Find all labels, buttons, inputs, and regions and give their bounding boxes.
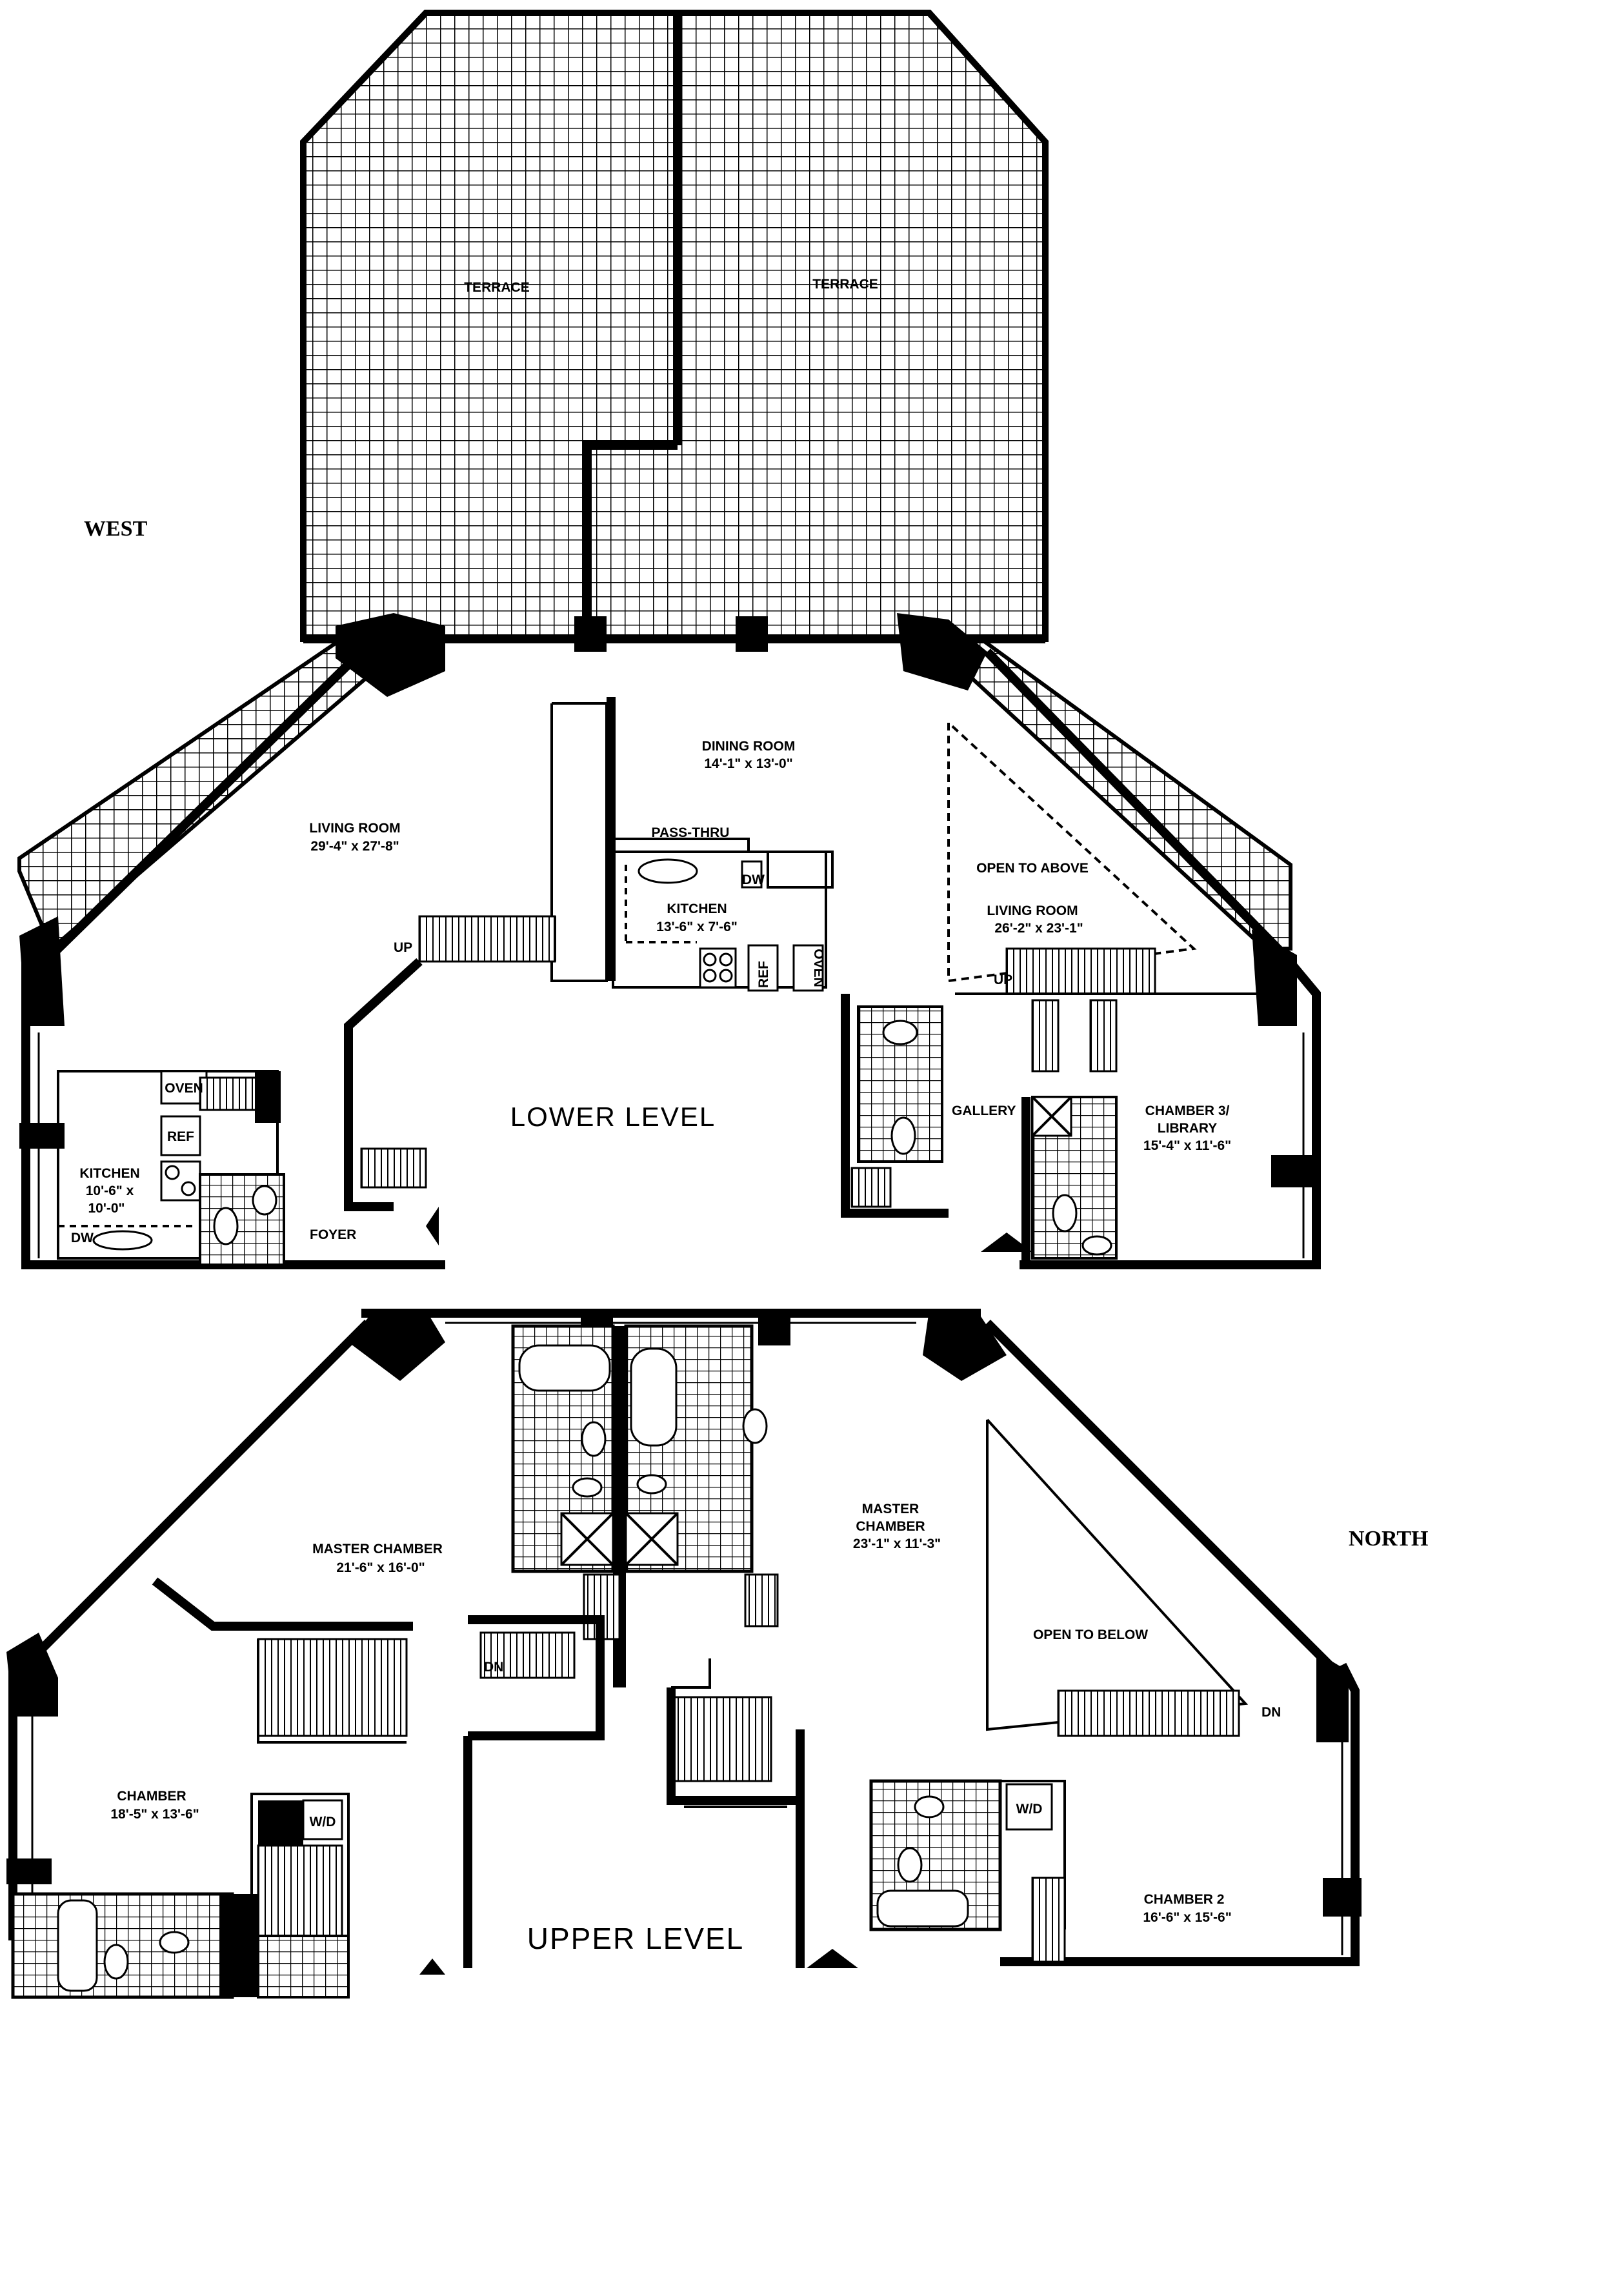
living-room-dims: 29'-4" x 27'-8" bbox=[310, 839, 399, 854]
chamber-dims: 18'-5" x 13'-6" bbox=[110, 1807, 199, 1822]
kitchen-2-name: KITCHEN bbox=[79, 1166, 139, 1181]
compass-north: NORTH bbox=[1349, 1527, 1428, 1551]
chamber-name: CHAMBER bbox=[117, 1789, 186, 1804]
master-east-name-b: CHAMBER bbox=[856, 1519, 925, 1534]
wd-label-east: W/D bbox=[1016, 1802, 1043, 1817]
kitchen-2-dims-a: 10'-6" x bbox=[86, 1183, 134, 1198]
chamber-3-name-b: LIBRARY bbox=[1158, 1121, 1218, 1136]
dining-room-name: DINING ROOM bbox=[702, 739, 796, 754]
dn-label-east: DN bbox=[1261, 1705, 1281, 1720]
upper-walls bbox=[6, 1309, 1362, 1966]
up-label-west: UP bbox=[394, 940, 412, 955]
oven-label-lower: OVEN bbox=[811, 949, 826, 987]
dining-room-dims: 14'-1" x 13'-0" bbox=[704, 756, 792, 771]
lower-level-title: LOWER LEVEL bbox=[510, 1102, 716, 1132]
up-label-east: UP bbox=[994, 972, 1012, 987]
chamber-3-dims: 15'-4" x 11'-6" bbox=[1143, 1138, 1231, 1153]
terrace-label-west: TERRACE bbox=[464, 280, 530, 295]
living-room-2-name: LIVING ROOM bbox=[987, 903, 1078, 918]
master-east-name-a: MASTER bbox=[862, 1502, 920, 1516]
kitchen-name: KITCHEN bbox=[667, 901, 727, 916]
open-to-below-label: OPEN TO BELOW bbox=[1033, 1627, 1148, 1642]
pass-thru-label: PASS-THRU bbox=[652, 825, 730, 840]
kitchen-2-dims-b: 10'-0" bbox=[88, 1201, 125, 1216]
ref-label-lower: REF bbox=[756, 961, 771, 988]
master-west-name: MASTER CHAMBER bbox=[312, 1542, 443, 1556]
oven-label-west: OVEN bbox=[165, 1081, 203, 1096]
dw-label-west: DW bbox=[71, 1231, 94, 1245]
master-east-dims: 23'-1" x 11'-3" bbox=[853, 1536, 941, 1551]
lower-level-plan: WEST TERRACE TERRACE LIVING ROOM 29'-4" … bbox=[17, 10, 1321, 1269]
lower-labels: WEST TERRACE TERRACE LIVING ROOM 29'-4" … bbox=[71, 277, 1231, 1245]
upper-level-plan: NORTH MASTER CHAMBER 21'-6" x 16'-0" MAS… bbox=[6, 1309, 1428, 1999]
terrace bbox=[17, 10, 1292, 952]
chamber-2-dims: 16'-6" x 15'-6" bbox=[1143, 1910, 1231, 1925]
living-room-2-dims: 26'-2" x 23'-1" bbox=[994, 921, 1083, 936]
gallery-label: GALLERY bbox=[952, 1103, 1016, 1118]
chamber-2-name: CHAMBER 2 bbox=[1144, 1892, 1225, 1907]
kitchen-dims: 13'-6" x 7'-6" bbox=[656, 920, 738, 934]
lower-interior bbox=[57, 697, 1278, 1266]
chamber-3-name-a: CHAMBER 3/ bbox=[1145, 1103, 1230, 1118]
upper-interior bbox=[11, 1324, 1249, 1999]
wd-label-west: W/D bbox=[310, 1815, 336, 1829]
ref-label-west: REF bbox=[167, 1129, 194, 1144]
upper-labels: NORTH MASTER CHAMBER 21'-6" x 16'-0" MAS… bbox=[110, 1502, 1428, 1955]
upper-level-title: UPPER LEVEL bbox=[527, 1922, 744, 1955]
dw-label-lower: DW bbox=[742, 872, 765, 887]
foyer-label: FOYER bbox=[310, 1227, 356, 1242]
terrace-label-east: TERRACE bbox=[812, 277, 878, 292]
compass-west: WEST bbox=[84, 517, 148, 541]
lower-walls bbox=[19, 613, 1321, 1269]
master-west-dims: 21'-6" x 16'-0" bbox=[336, 1560, 425, 1575]
open-to-above-label: OPEN TO ABOVE bbox=[976, 861, 1089, 876]
living-room-name: LIVING ROOM bbox=[309, 821, 400, 836]
dn-label-west: DN bbox=[484, 1660, 503, 1675]
